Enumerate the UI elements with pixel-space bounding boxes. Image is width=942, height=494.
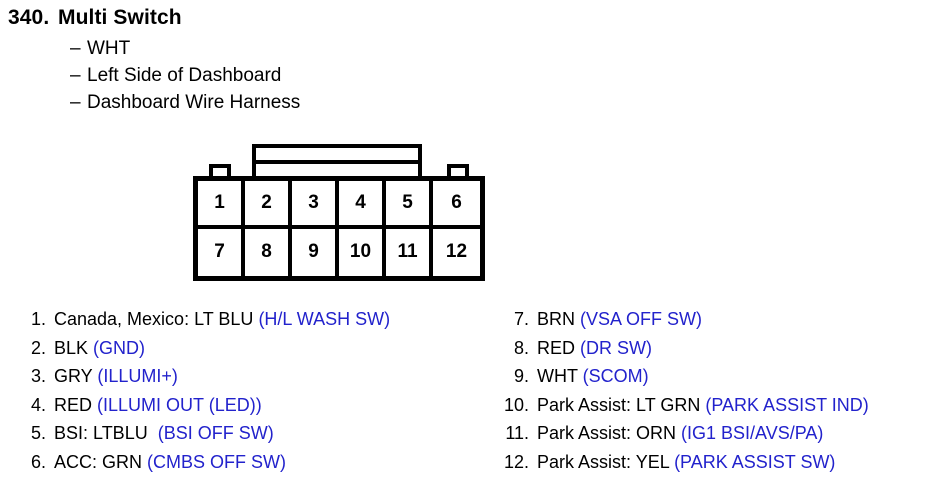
pin-wire-color: BSI: LTBLU bbox=[54, 423, 158, 443]
detail-item-1: – Left Side of Dashboard bbox=[70, 62, 508, 89]
pin-cell-3: 3 bbox=[292, 181, 339, 229]
page-title: 340. Multi Switch bbox=[8, 6, 508, 30]
pin-wire-color: RED bbox=[54, 394, 98, 415]
pin-cell-2: 2 bbox=[245, 181, 292, 229]
component-header: 340. Multi Switch – WHT – Left Side of D… bbox=[8, 6, 508, 116]
pin-row: 10. Park Assist: LT GRN (PARK ASSIST IND… bbox=[497, 391, 937, 420]
pin-cell-8: 8 bbox=[245, 228, 292, 276]
pin-signal-name: (ILLUMI OUT (LED)) bbox=[97, 394, 262, 415]
pin-cell-10: 10 bbox=[339, 228, 386, 276]
component-name: Multi Switch bbox=[58, 6, 182, 29]
pin-row: 6. ACC: GRN (CMBS OFF SW) bbox=[14, 448, 484, 477]
pin-wire-color: GRY bbox=[54, 366, 98, 386]
pin-description-list-right: 7. BRN (VSA OFF SW) 8. RED (DR SW) 9. WH… bbox=[497, 305, 937, 476]
connector-latch-divider bbox=[252, 160, 422, 164]
pin-wire-color: Park Assist: YEL bbox=[537, 451, 675, 472]
pin-signal-name: (IG1 BSI/AVS/PA) bbox=[681, 423, 824, 443]
pin-cell-4: 4 bbox=[339, 181, 386, 229]
pin-number: 11. bbox=[505, 423, 529, 443]
connector-diagram: 1 2 3 4 5 6 7 8 9 10 11 12 bbox=[193, 144, 485, 281]
pin-cell-11: 11 bbox=[386, 228, 433, 276]
pin-number: 1. bbox=[30, 309, 46, 329]
pin-signal-name: (PARK ASSIST IND) bbox=[705, 394, 869, 415]
pin-row: 7. BRN (VSA OFF SW) bbox=[497, 305, 937, 334]
dash-marker: – bbox=[70, 38, 81, 59]
pin-row: 2. BLK (GND) bbox=[14, 334, 484, 363]
pin-wire-color: Park Assist: ORN bbox=[537, 423, 682, 443]
pin-cell-6: 6 bbox=[433, 181, 480, 229]
pin-number: 2. bbox=[30, 337, 46, 358]
pin-cell-5: 5 bbox=[386, 181, 433, 229]
pin-number: 5. bbox=[30, 423, 46, 443]
dash-marker: – bbox=[70, 65, 81, 86]
pin-signal-name: (VSA OFF SW) bbox=[580, 309, 703, 329]
component-detail-list: – WHT – Left Side of Dashboard – Dashboa… bbox=[8, 35, 508, 116]
pin-number: 12. bbox=[503, 451, 529, 472]
detail-item-0: – WHT bbox=[70, 35, 508, 62]
pin-wire-color: BLK bbox=[54, 337, 94, 358]
pin-signal-name: (GND) bbox=[93, 337, 146, 358]
pin-number: 7. bbox=[513, 309, 529, 329]
pin-row: 8. RED (DR SW) bbox=[497, 334, 937, 363]
pin-row: 9. WHT (SCOM) bbox=[497, 362, 937, 391]
pin-signal-name: (DR SW) bbox=[580, 337, 652, 358]
pin-wire-color: Canada, Mexico: LT BLU bbox=[54, 309, 259, 329]
connector-pin-grid: 1 2 3 4 5 6 7 8 9 10 11 12 bbox=[198, 181, 480, 276]
pin-row: 11. Park Assist: ORN (IG1 BSI/AVS/PA) bbox=[497, 419, 937, 448]
pin-cell-1: 1 bbox=[198, 181, 245, 229]
pin-signal-name: (PARK ASSIST SW) bbox=[674, 451, 836, 472]
pin-cell-9: 9 bbox=[292, 228, 339, 276]
pin-wire-color: Park Assist: LT GRN bbox=[537, 394, 706, 415]
pin-wire-color: ACC: GRN bbox=[54, 451, 148, 472]
pin-signal-name: (BSI OFF SW) bbox=[157, 423, 274, 443]
pin-number: 9. bbox=[513, 366, 529, 386]
detail-item-2: – Dashboard Wire Harness bbox=[70, 89, 508, 116]
pin-wire-color: RED bbox=[537, 337, 581, 358]
pin-row: 1. Canada, Mexico: LT BLU (H/L WASH SW) bbox=[14, 305, 484, 334]
pin-signal-name: (SCOM) bbox=[582, 366, 649, 386]
component-number: 340. bbox=[8, 6, 50, 29]
pin-wire-color: BRN bbox=[537, 309, 581, 329]
pin-number: 4. bbox=[30, 394, 46, 415]
pin-wire-color: WHT bbox=[537, 366, 583, 386]
pin-signal-name: (ILLUMI+) bbox=[97, 366, 178, 386]
pin-number: 3. bbox=[30, 366, 46, 386]
detail-label: WHT bbox=[87, 38, 131, 59]
pin-number: 10. bbox=[503, 394, 529, 415]
pin-description-list-left: 1. Canada, Mexico: LT BLU (H/L WASH SW) … bbox=[14, 305, 484, 476]
pin-signal-name: (H/L WASH SW) bbox=[258, 309, 391, 329]
detail-label: Left Side of Dashboard bbox=[87, 65, 282, 86]
pin-number: 8. bbox=[513, 337, 529, 358]
pin-cell-12: 12 bbox=[433, 228, 480, 276]
pin-row: 12. Park Assist: YEL (PARK ASSIST SW) bbox=[497, 448, 937, 477]
pin-row: 3. GRY (ILLUMI+) bbox=[14, 362, 484, 391]
pin-number: 6. bbox=[30, 451, 46, 472]
pin-row: 5. BSI: LTBLU (BSI OFF SW) bbox=[14, 419, 484, 448]
pin-signal-name: (CMBS OFF SW) bbox=[147, 451, 286, 472]
dash-marker: – bbox=[70, 92, 81, 113]
pin-cell-7: 7 bbox=[198, 228, 245, 276]
pin-row: 4. RED (ILLUMI OUT (LED)) bbox=[14, 391, 484, 420]
detail-label: Dashboard Wire Harness bbox=[87, 92, 301, 113]
